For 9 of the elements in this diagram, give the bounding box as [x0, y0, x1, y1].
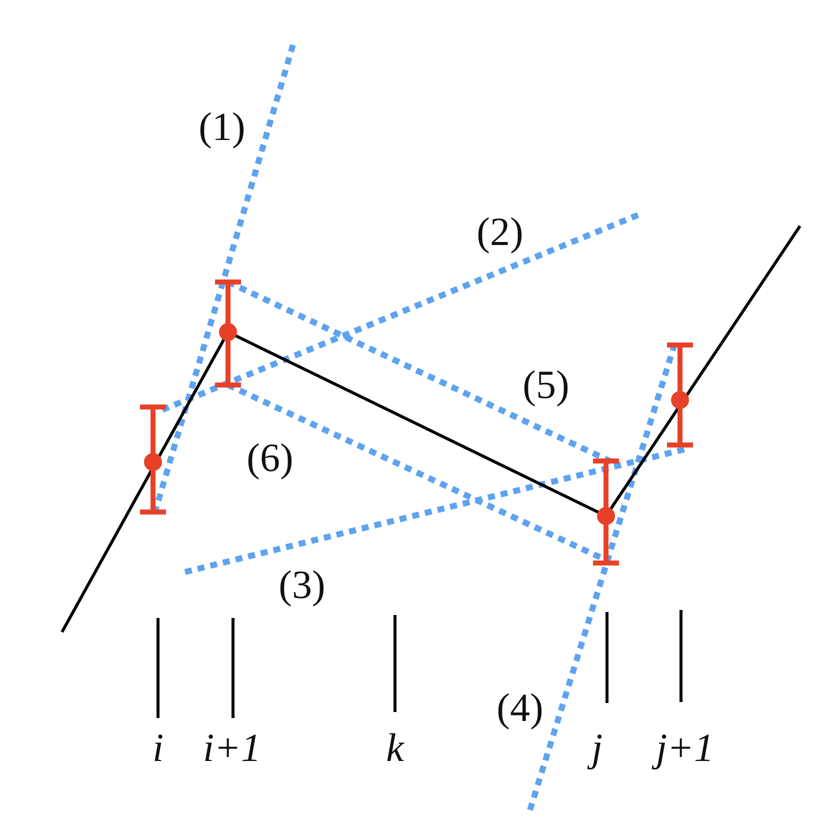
tick-label: i [152, 728, 164, 768]
tick-label: i+1 [202, 728, 262, 768]
line-number-label: (5) [522, 365, 570, 405]
tick-label: k [386, 728, 404, 768]
line-number-label: (3) [278, 565, 326, 605]
line-number-label: (6) [246, 438, 294, 478]
line-number-label: (2) [476, 212, 524, 252]
line-number-label: (4) [496, 688, 544, 728]
line-number-label: (1) [198, 107, 246, 147]
